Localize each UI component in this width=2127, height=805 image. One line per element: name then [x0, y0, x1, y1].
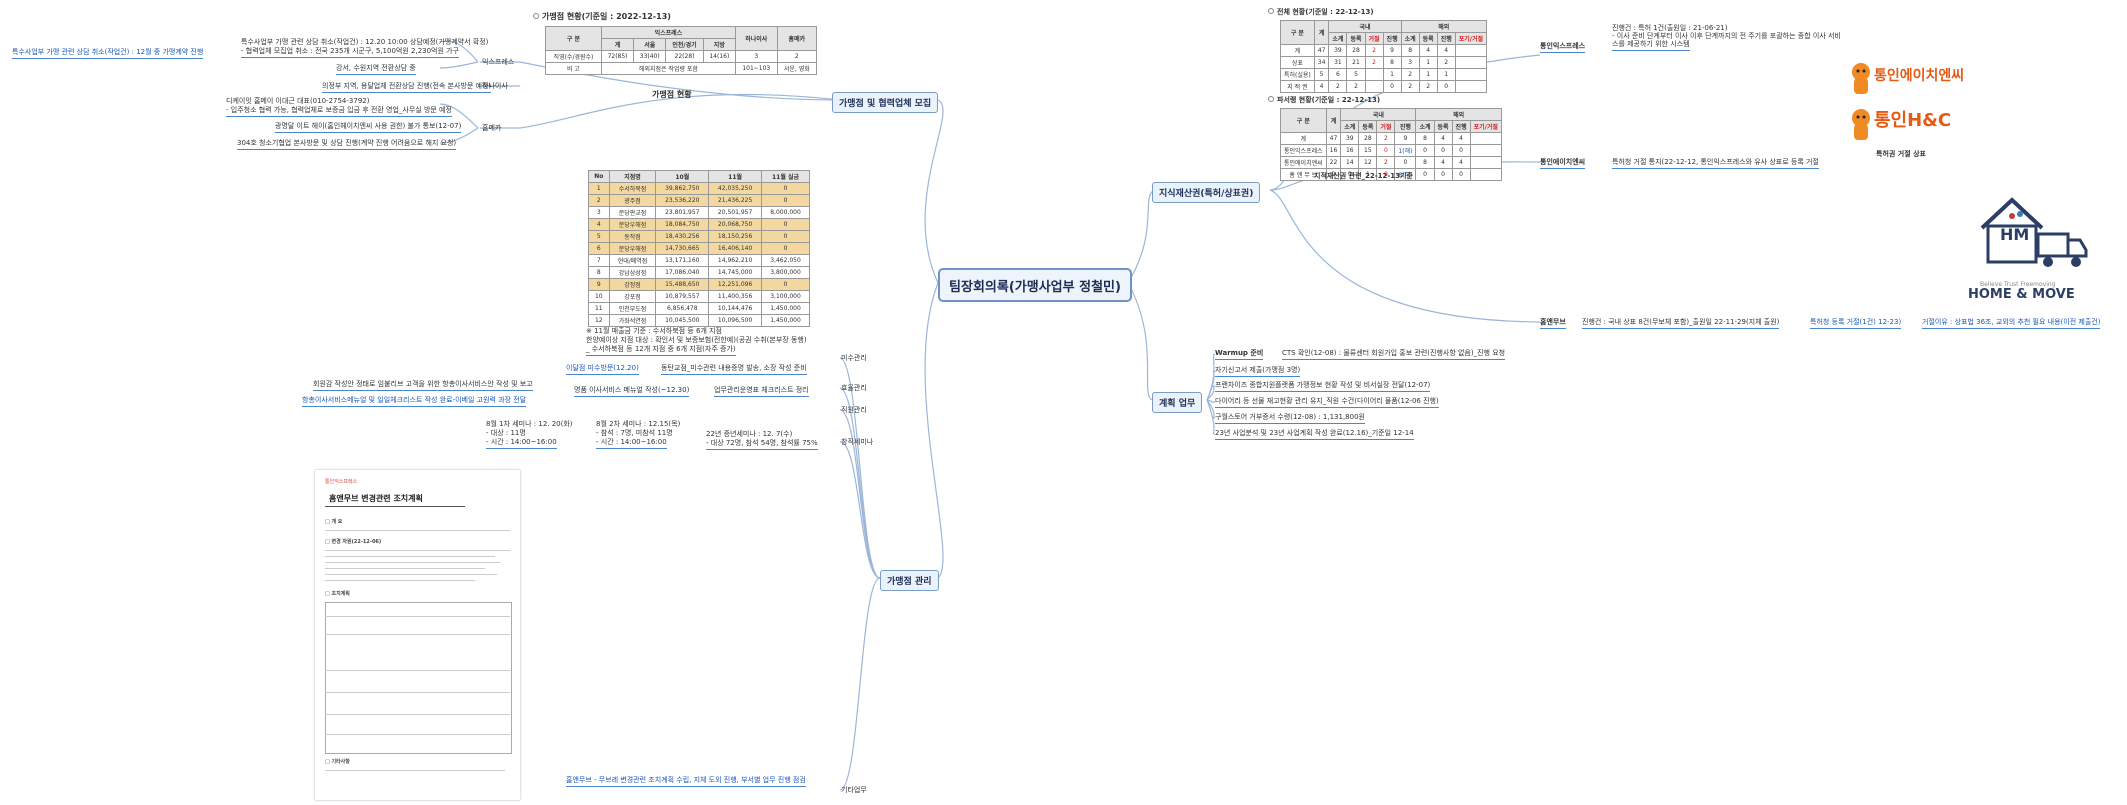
seminar-a-title: 8월 1차 세미나 : 12. 20(화)	[486, 420, 573, 428]
plan-warmup-text: CTS 확인(12-08) : 물류센터 회원가입 홍보 관련(진행사항 없음)…	[1282, 349, 1506, 360]
manage-checklist-left[interactable]: 항총이사서비스메뉴얼 및 일일체크리스트 작성 완료-이베일 고원력 과장 전달	[302, 396, 527, 407]
doc-title: 홈앤무브 변경관련 조치계획	[329, 494, 423, 503]
ip-express-label[interactable]: 통인익스프레스	[1540, 42, 1586, 53]
ip-homemove-text-3: 거절이유 : 상표법 36조, 교외의 추천 필요 내용(이전 제출건)	[1922, 318, 2101, 329]
plan-item-5: 23년 사업분석 및 23년 사업계획 작성 완료(12.16)_기준일 12-…	[1215, 429, 1414, 440]
manage-checklist-branch[interactable]: 효율관리	[841, 384, 867, 392]
plan-item-2: 프랜차이즈 종합지원플랫폼 가맹정보 현황 작성 및 비서실장 전달(12-07…	[1215, 381, 1431, 392]
franchise-hana-label[interactable]: 하나이사	[482, 82, 508, 90]
franchise-status-heading: 가맹점 현황(기준일 : 2022-12-13)	[533, 12, 671, 21]
franchise-status-caption: 가맹점 현황	[652, 90, 692, 99]
manage-income-left[interactable]: 이달점 미수방문(12.20)	[566, 364, 639, 375]
ip-trademark-heading: 파서랭 현황(기준일 : 22-12-13)	[1268, 96, 1380, 105]
house-truck-icon	[1980, 197, 2088, 267]
plan-item-4: 구월스토어 거부증서 수령(12-08) : 1,131,800원	[1215, 413, 1365, 424]
branch-plan[interactable]: 계획 업무	[1152, 392, 1203, 413]
tongin-hnc-logo-2: 통인H&C	[1850, 104, 1951, 144]
franchise-express-label[interactable]: 익스프레스	[482, 58, 515, 66]
franchise-line-2: - 협력업체 모집업 취소 : 전국 235개 시군구, 5,100억원 2,2…	[241, 47, 460, 58]
tiger-icon	[1852, 63, 1870, 94]
ip-hnc-text: 특허청 거절 통지(22-12-12, 통인익스프레스와 유사 상표로 등록 거…	[1612, 158, 1819, 169]
plan-warmup-label[interactable]: Warmup 준비	[1215, 349, 1264, 360]
franchise-line-5: 디케이잇 홈메이 이대근 대표(010-2754-3792)	[226, 97, 370, 105]
tiger-icon	[1852, 109, 1870, 140]
ip-express-text-2: - 이사 준비 단계부터 이사 이후 단계까지의 전 주기를 포괄하는 종합 이…	[1612, 32, 1841, 40]
manage-seminar-label[interactable]: 창직세미나	[841, 438, 874, 446]
franchise-line-4: 의정부 지역, 용달업체 전환상담 진행(전속 본사방문 예정)	[322, 82, 492, 93]
manage-checklist-mid: 명품 이사서비스 메뉴얼 작성(~12.30)	[574, 386, 690, 397]
link-center-manage	[924, 282, 944, 579]
ip-hnc-logo-caption: 특허권 거절 상표	[1876, 150, 1926, 158]
link-center-ip	[1127, 189, 1156, 284]
seminar-b-2: - 시간 : 14:00~16:00	[596, 438, 667, 449]
ip-express-text-1: 진행건 : 특허 1건(출원일 : 21-06-21)	[1612, 24, 1728, 32]
link-center-plan	[1127, 282, 1153, 401]
rank-note-1: ※ 11월 매출금 기준 : 수서하북점 등 6개 지점	[586, 327, 722, 335]
seminar-a-1: - 대상 : 11명	[486, 429, 526, 437]
action-plan-document: 통인익스프레스 홈앤무브 변경관련 조치계획 □ 개 요 □ 변경 자원(22-…	[315, 470, 520, 800]
franchise-status-table: 구 분 익스프레스 하나이사 홈메카 계 서울 인천/경기 지방 직영(수/경원…	[545, 26, 818, 75]
manage-other-label[interactable]: 기타업무	[841, 786, 867, 794]
seminar-b-title: 8월 2차 세미나 : 12.15(목)	[596, 420, 681, 428]
branch-ip[interactable]: 지식재산권(특허/상표권)	[1152, 182, 1261, 203]
franchise-homemeca-label[interactable]: 홈메카	[482, 124, 502, 132]
seminar-a-2: - 시간 : 14:00~16:00	[486, 438, 557, 449]
home-and-move-logo: HM Believe Trust Freemoving HOME & MOVE	[1960, 188, 2110, 318]
manage-income-text: 동탄교점_미수관련 내용증명 발송, 소장 작성 준비	[661, 364, 807, 375]
seminar-c-title: 22년 증년세미나 : 12. 7(수)	[706, 430, 793, 438]
ip-homemove-text-1: 진행건 : 국내 상표 8건(무보체 포함)_출원일 22-11-29(지체 출…	[1582, 318, 1780, 329]
manage-checklist-right: 업무관리운영표 체크리스트 정리	[714, 386, 809, 397]
seminar-b-1: - 참석 : 7명, 미참석 11명	[596, 429, 673, 437]
link-center-franchise	[924, 99, 944, 284]
mindmap-center-node[interactable]: 팀장회의록(가맹사업부 정철민)	[938, 268, 1132, 302]
ip-homemove-text-2: 특허청 등록 거절(1건) 12-23)	[1810, 318, 1902, 329]
ip-caption: 지적재산권 관련_22-12-13기준	[1314, 172, 1413, 180]
branch-franchise[interactable]: 가맹점 및 협력업체 모집	[832, 92, 939, 113]
tongin-hnc-logo-1: 통인에이치엔씨	[1850, 58, 1964, 98]
franchise-line-1: 특수사업부 가맹 관련 상담 취소(작업건) : 12.20 10:00 상담예…	[241, 38, 489, 46]
plan-item-3: 다이어리 등 선물 재고현황 관리 유지_직원 수건(다이어리 물품(12-06…	[1215, 397, 1439, 408]
manage-other-text: 홈앤무브 - 무브레 변경관련 조치계획 수립, 지체 도외 진행, 부서별 업…	[566, 776, 806, 787]
rank-note-3: _ 수서하북점 등 12개 지점 중 6개 지점(자주 증가)	[586, 345, 736, 356]
seminar-c-1: - 대상 72명, 참석 54명, 참석률 75%	[706, 439, 818, 450]
manage-review-text: 회원감 작성안 정태로 임붙리브 고객을 위한 항총이사서비스안 작성 및 보고	[313, 380, 533, 391]
franchise-left-note[interactable]: 특수사업부 가맹 관련 상담 취소(작업건) : 12월 중 가맹계약 진행	[12, 48, 204, 59]
ip-homemove-label[interactable]: 홈앤무브	[1540, 318, 1566, 329]
franchise-line-6: - 입주청소 협력 가능, 협력업체로 보증금 입금 후 전환 영업_사무실 방…	[226, 106, 452, 117]
ip-express-text-3: 스를 제공하기 위한 시스템	[1612, 40, 1690, 51]
rank-note-2: 한양예이상 지점 대상 : 확인서 및 보증보험(전한예)(공권 수취(본부장 …	[586, 336, 807, 344]
plan-item-1: 자기신고서 제출(가맹점 3명)	[1215, 366, 1301, 377]
franchise-line-3: 강서, 수원지역 전환상담 중	[336, 64, 416, 75]
ip-hnc-label[interactable]: 통인에이치엔씨	[1540, 158, 1586, 169]
branch-manage[interactable]: 가맹점 관리	[880, 570, 939, 591]
ip-patent-heading: 전체 현황(기준일 : 22-12-13)	[1268, 8, 1374, 17]
franchise-line-7: 광명달 이트 헤이(홈인헤이치엔씨 사용 권한) 불가 통보(12-07)	[275, 122, 462, 133]
manage-income-label[interactable]: 미수관리	[841, 354, 867, 362]
franchise-line-8: 304호 청소기협업 본사방문 및 상담 진행(계약 진행 어려움으로 해지 요…	[237, 139, 457, 150]
manage-direct-label[interactable]: 직원관리	[841, 406, 867, 414]
